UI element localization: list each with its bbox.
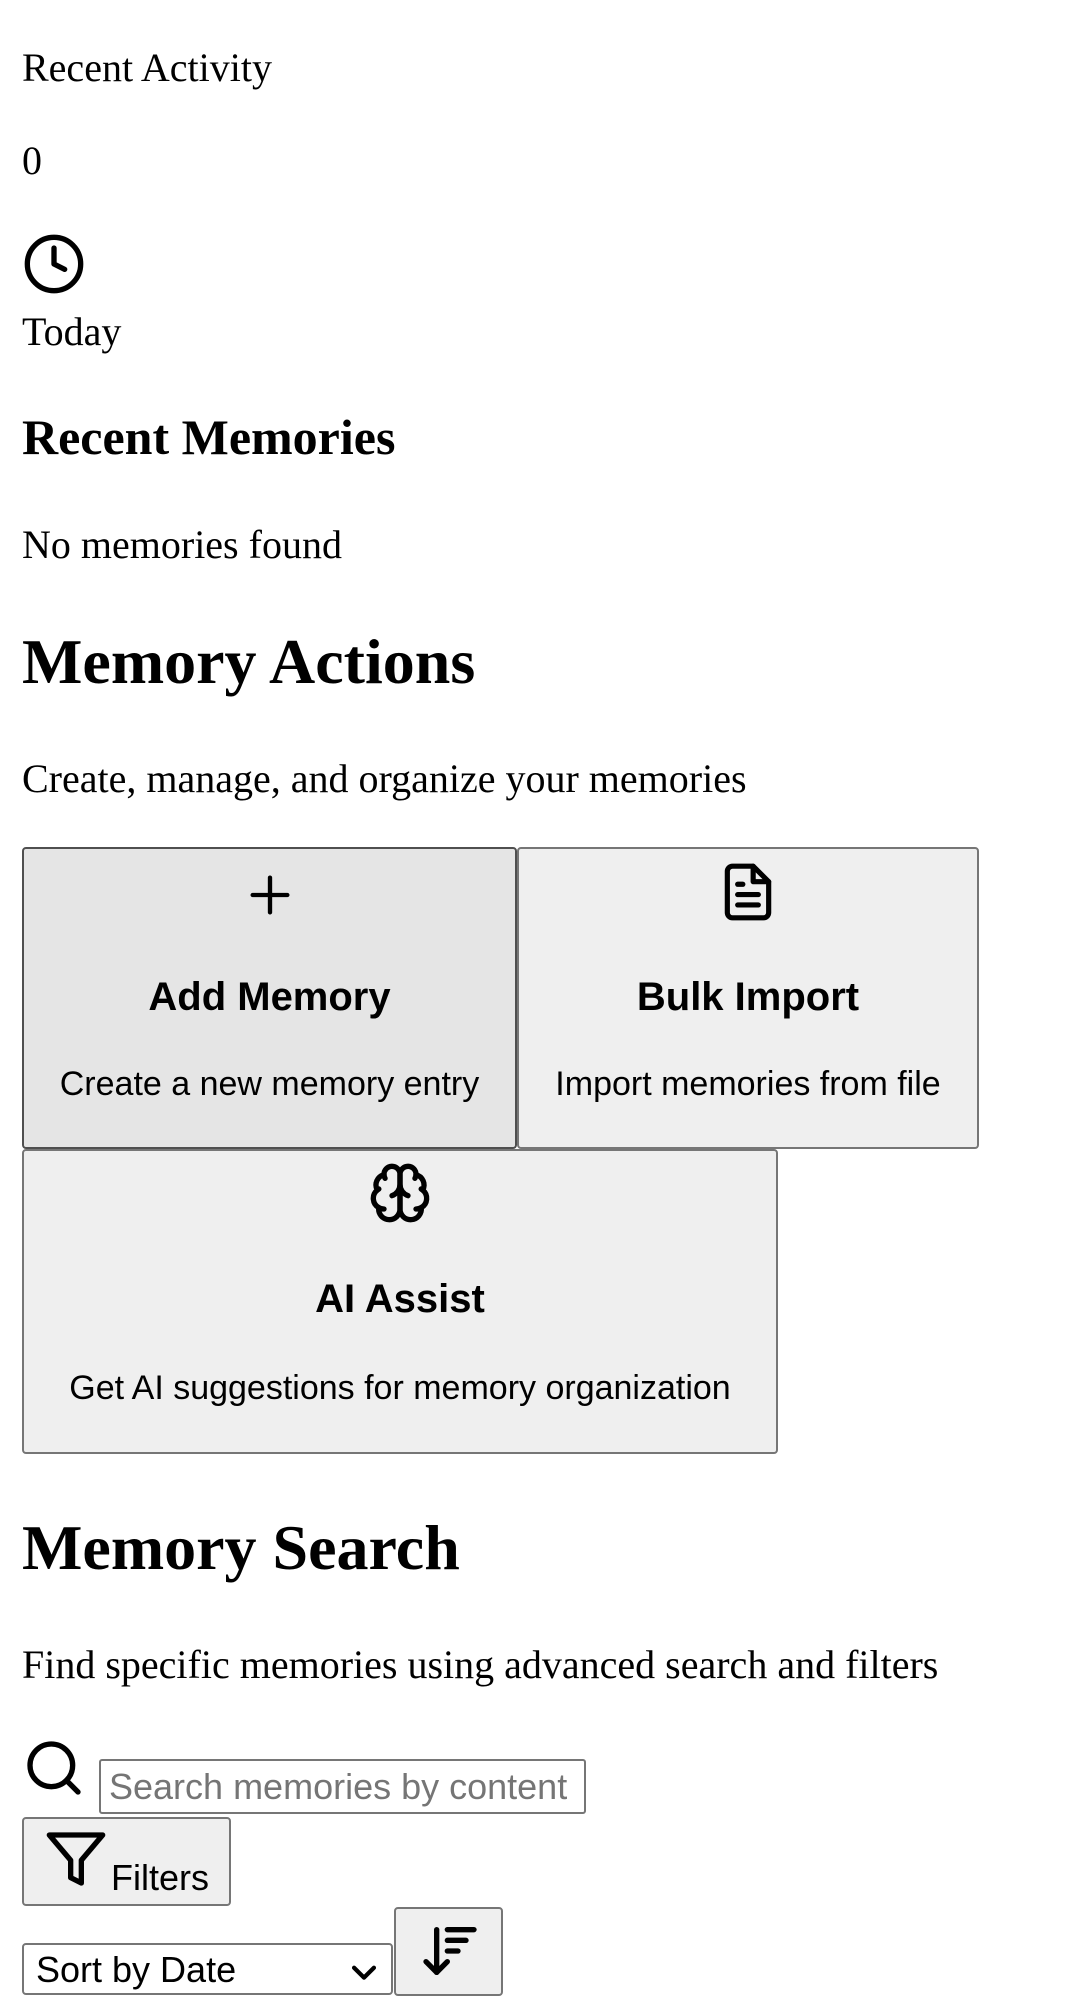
ai-assist-card[interactable]: AI Assist Get AI suggestions for memory … xyxy=(22,1149,778,1454)
ai-assist-title: AI Assist xyxy=(315,1277,485,1321)
memory-search-subtitle: Find specific memories using advanced se… xyxy=(22,1642,939,1687)
sort-select-value: Sort by Date xyxy=(36,1949,237,1990)
add-memory-card[interactable]: Add Memory Create a new memory entry xyxy=(22,847,517,1149)
recent-memories-heading: Recent Memories xyxy=(22,409,396,465)
bulk-import-title: Bulk Import xyxy=(636,975,860,1019)
filter-icon xyxy=(44,1827,108,1891)
chevron-down-icon xyxy=(347,1955,381,1989)
add-memory-description: Create a new memory entry xyxy=(59,1065,480,1103)
filters-button[interactable]: Filters xyxy=(22,1817,231,1906)
memory-search-heading: Memory Search xyxy=(22,1512,460,1583)
clock-icon xyxy=(22,232,86,296)
memory-actions-heading: Memory Actions xyxy=(22,626,476,697)
ai-assist-description: Get AI suggestions for memory organizati… xyxy=(69,1369,731,1407)
sort-select[interactable]: Sort by Date xyxy=(22,1943,393,1995)
filters-label: Filters xyxy=(111,1857,209,1898)
recent-activity-count: 0 xyxy=(22,138,42,183)
search-input[interactable] xyxy=(99,1759,586,1814)
sort-descending-icon xyxy=(418,1919,482,1983)
recent-activity-period: Today xyxy=(22,309,122,354)
memory-actions-subtitle: Create, manage, and organize your memori… xyxy=(22,756,747,801)
add-memory-title: Add Memory xyxy=(148,975,391,1019)
file-text-icon xyxy=(519,857,977,923)
bulk-import-description: Import memories from file xyxy=(555,1065,941,1103)
recent-memories-empty: No memories found xyxy=(22,522,342,567)
sort-direction-button[interactable] xyxy=(394,1907,503,1996)
brain-icon xyxy=(24,1159,776,1225)
bulk-import-card[interactable]: Bulk Import Import memories from file xyxy=(517,847,979,1149)
recent-activity-title: Recent Activity xyxy=(22,45,272,90)
search-icon xyxy=(22,1736,86,1800)
plus-icon xyxy=(24,857,515,921)
